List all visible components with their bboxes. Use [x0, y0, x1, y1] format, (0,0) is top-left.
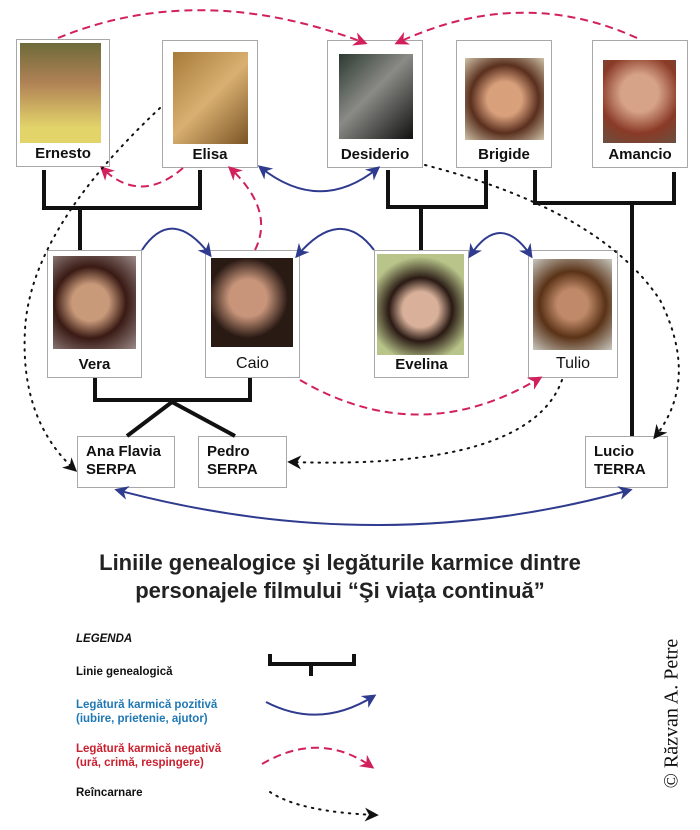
legend-genealogy-symbol [268, 654, 356, 676]
person-name: Evelina [395, 356, 448, 373]
negative-links [57, 9, 638, 416]
legend-genealogy-label: Linie genealogică [76, 666, 173, 678]
positive-link-evelina-caio [295, 227, 375, 259]
negative-link-amancio-desiderio [394, 11, 638, 45]
positive-links [114, 165, 633, 526]
legend-reincarnation-label: Reîncarnare [76, 787, 143, 799]
person-card-evelina: Evelina [374, 250, 469, 378]
reincarnation-link-elisa-ana [23, 107, 161, 472]
negative-link-caio-tulio [299, 376, 543, 416]
portrait-photo [173, 52, 248, 144]
portrait-photo [53, 256, 136, 349]
positive-link-elisa-desiderio [257, 165, 381, 193]
legend-reincarnation-arrow [269, 791, 379, 822]
child-surname: TERRA [594, 461, 646, 478]
legend-negative-arrow [261, 746, 375, 769]
child-surname: SERPA [86, 461, 137, 478]
genealogy-lines [42, 170, 676, 438]
legend-positive-arrow [265, 694, 377, 716]
legend-positive-desc: (iubire, prietenie, ajutor) [76, 713, 208, 725]
title-line-1: Liniile genealogice şi legăturile karmic… [99, 550, 581, 575]
portrait-photo [603, 60, 676, 143]
person-name: Caio [236, 355, 269, 372]
legend-positive-title: Legătură karmică pozitivă [76, 699, 218, 711]
genealogy-line-desiderio-brigide [386, 170, 488, 250]
legend-negative-title: Legătură karmică negativă [76, 743, 222, 755]
positive-link-vera-caio [141, 227, 212, 258]
reincarnation-link-desiderio-lucio [424, 164, 680, 440]
negative-link-ernesto-desiderio [57, 9, 368, 46]
child-first-name: Lucio [594, 443, 634, 460]
portrait-photo [211, 258, 293, 347]
legend-positive-label: Legătură karmică pozitivă (iubire, priet… [76, 698, 217, 726]
legend-negative-desc: (ură, crimă, respingere) [76, 757, 204, 769]
person-card-ernesto: Ernesto [16, 39, 110, 167]
legend-negative-label: Legătură karmică negativă (ură, crimă, r… [76, 742, 221, 770]
person-name: Desiderio [340, 146, 410, 163]
person-name: Brigide [478, 146, 530, 163]
negative-link-caio-elisa [227, 166, 263, 251]
portrait-photo [533, 259, 612, 350]
person-card-amancio: Amancio [592, 40, 688, 168]
genealogy-line-brigide-amancio [533, 170, 676, 436]
person-card-vera: Vera [47, 250, 142, 378]
child-card-ana-flavia: Ana Flavia SERPA [77, 436, 175, 488]
child-surname: SERPA [207, 461, 258, 478]
person-name: Amancio [608, 146, 672, 163]
genealogy-line-vera-caio [93, 378, 252, 438]
portrait-photo [377, 254, 464, 355]
genealogy-line-ernesto-elisa [42, 170, 202, 250]
child-first-name: Ana Flavia [86, 443, 162, 460]
person-name: Elisa [192, 146, 228, 163]
positive-link-evelina-tulio [468, 232, 533, 259]
child-card-lucio: Lucio TERRA [585, 436, 668, 488]
child-first-name: Pedro [207, 443, 250, 460]
child-card-pedro: Pedro SERPA [198, 436, 287, 488]
person-name: Ernesto [35, 145, 91, 162]
person-card-brigide: Brigide [456, 40, 552, 168]
person-card-desiderio: Desiderio [327, 40, 423, 168]
person-card-elisa: Elisa [162, 40, 258, 168]
person-card-caio: Caio [205, 250, 300, 378]
person-name: Tulio [555, 355, 591, 372]
title-line-2: personajele filmului “Şi viaţa continuă” [135, 578, 545, 603]
person-name: Vera [78, 356, 111, 373]
reincarnation-links [23, 107, 680, 472]
portrait-photo [465, 58, 544, 140]
person-card-tulio: Tulio [528, 250, 618, 378]
positive-link-ana-lucio [114, 486, 633, 526]
copyright: © Răzvan A. Petre [660, 638, 683, 789]
portrait-photo [339, 54, 413, 139]
negative-link-elisa-ernesto [99, 166, 184, 188]
reincarnation-link-tulio-pedro [287, 379, 563, 470]
legend-heading: LEGENDA [76, 633, 133, 645]
portrait-photo [20, 43, 101, 143]
